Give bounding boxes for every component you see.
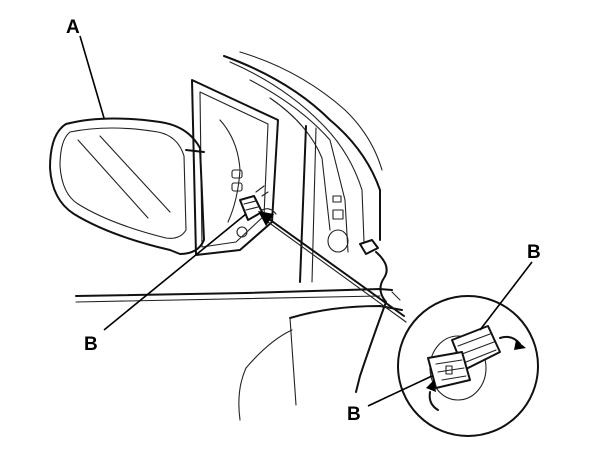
label-b-detail-bottom: B — [347, 404, 361, 425]
door-pillar — [223, 51, 383, 283]
side-mirror — [49, 117, 205, 255]
label-a: A — [66, 17, 80, 38]
leader-lines — [79, 35, 533, 407]
detail-arrow — [258, 211, 407, 323]
wire-harness — [355, 239, 401, 393]
mirror-mount-base — [191, 79, 279, 256]
label-b-detail-top: B — [527, 242, 541, 263]
label-b-main: B — [84, 334, 98, 355]
detail-inset — [397, 295, 539, 437]
door-panel — [75, 288, 403, 421]
